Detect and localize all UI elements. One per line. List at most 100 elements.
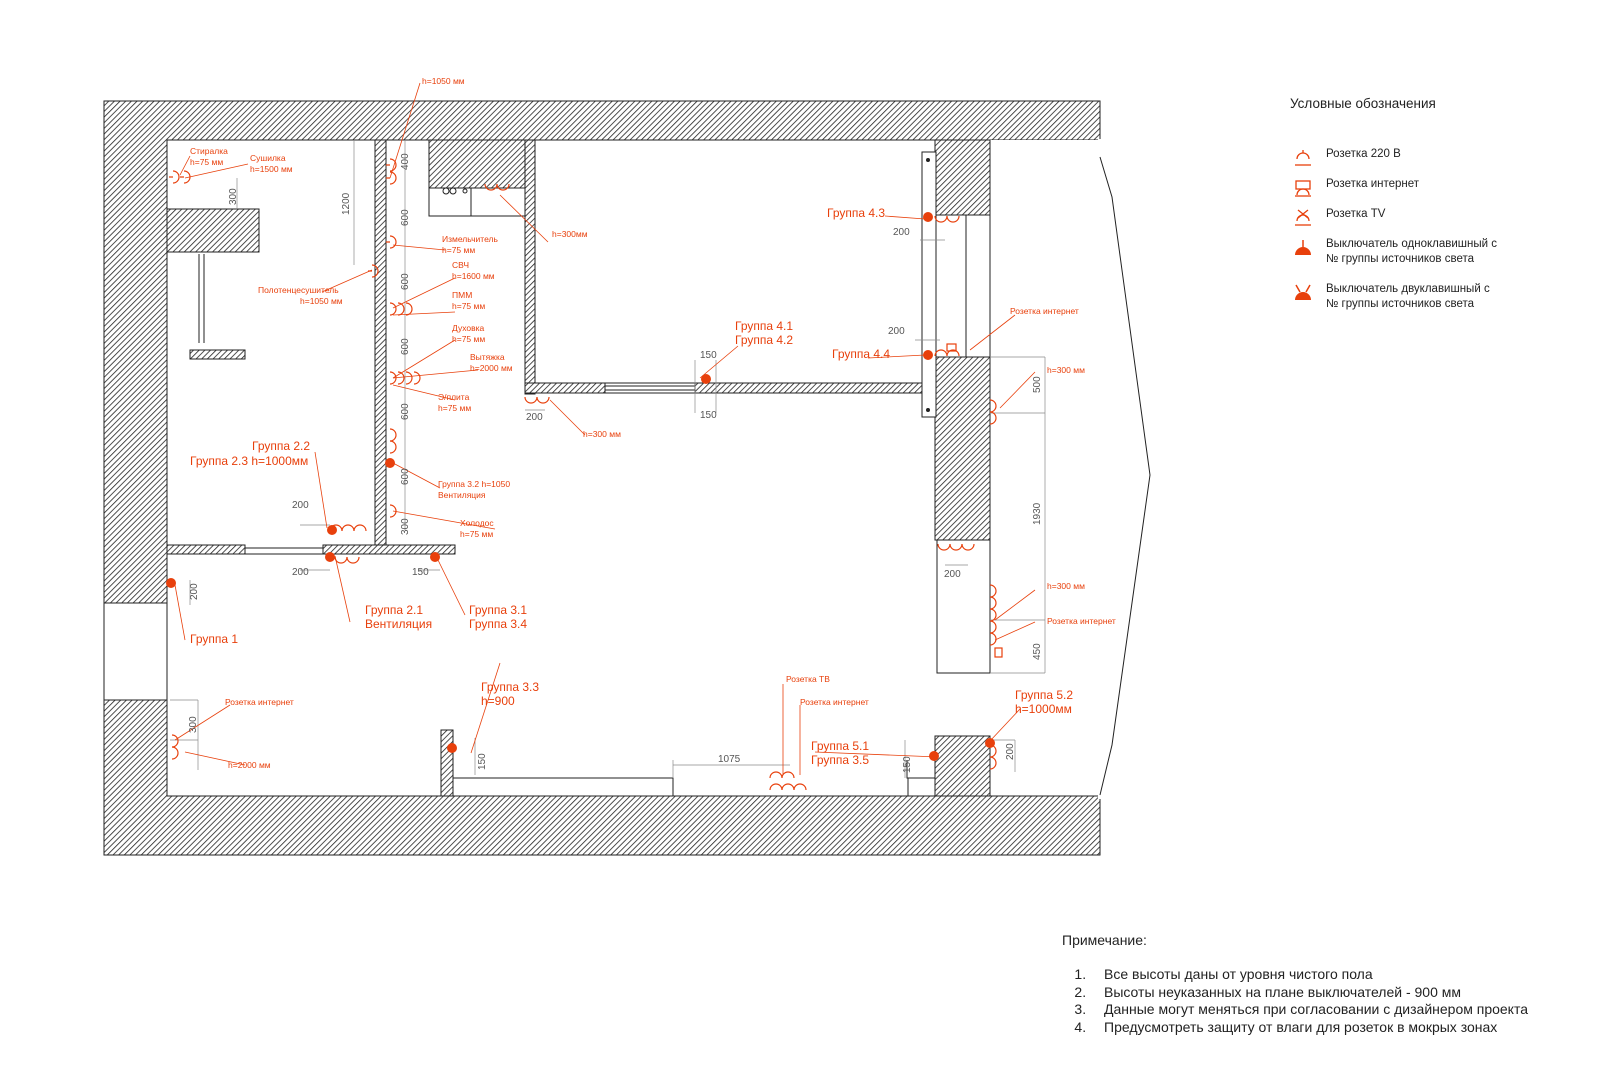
label-eplita: Э/плита: [438, 392, 470, 402]
note-item: Все высоты даны от уровня чистого пола: [1090, 966, 1528, 984]
electrical-symbols: [169, 158, 1003, 791]
label-g41: Группа 4.1: [735, 319, 793, 333]
label-g33: Группа 3.3: [481, 680, 539, 694]
svg-text:600: 600: [400, 273, 411, 290]
legend-label: Розетка TV: [1326, 208, 1386, 220]
label-rint4: Розетка интернет: [800, 697, 869, 707]
label-h2000a: h=2000 мм: [470, 363, 513, 373]
socket-internet-icon: [934, 343, 960, 357]
socket-220v-icon: [389, 504, 397, 518]
label-g21: Группа 2.1: [365, 603, 423, 617]
label-h1050a: h=1050 мм: [300, 296, 343, 306]
note-item: Высоты неуказанных на плане выключателей…: [1090, 984, 1528, 1002]
label-stiralka: Стиралка: [190, 146, 228, 156]
svg-text:150: 150: [412, 567, 429, 578]
legend-label-2: № группы источников света: [1326, 253, 1475, 265]
svg-text:200: 200: [292, 567, 309, 578]
svg-text:150: 150: [700, 350, 717, 361]
svg-text:200: 200: [526, 412, 543, 423]
label-svch: СВЧ: [452, 260, 469, 270]
label-sushilka: Сушилка: [250, 153, 286, 163]
label-h300d: h=300 мм: [1047, 581, 1085, 591]
svg-text:600: 600: [400, 338, 411, 355]
socket-220v-icon: [169, 170, 191, 184]
double-switch-icon: [1295, 284, 1311, 300]
label-g1: Группа 1: [190, 632, 238, 646]
label-g44: Группа 4.4: [832, 347, 890, 361]
single-switch-icon: [166, 578, 176, 588]
interior-walls: [166, 139, 991, 797]
legend-label: Розетка 220 В: [1326, 148, 1401, 160]
dimension-texts: 1200 300 400 600 600 600 600 600 300 200…: [188, 153, 1043, 773]
label-h900: h=900: [481, 694, 515, 708]
socket-tv-icon: [769, 771, 807, 791]
svg-text:600: 600: [400, 209, 411, 226]
label-g23: Группа 2.3 h=1000мм: [190, 454, 308, 468]
label-rtv: Розетка ТВ: [786, 674, 830, 684]
legend-item: Выключатель двуклавишный с № группы источ…: [1290, 282, 1490, 312]
svg-text:300: 300: [188, 716, 199, 733]
label-pmm: ПММ: [452, 290, 472, 300]
socket-220v-icon: [389, 302, 413, 316]
socket-220v-icon: [484, 183, 510, 191]
label-h300b: h=300 мм: [583, 429, 621, 439]
label-rint2: Розетка интернет: [1047, 616, 1116, 626]
svg-text:1200: 1200: [341, 192, 352, 215]
label-rint1: Розетка интернет: [1010, 306, 1079, 316]
double-switch-icon: [327, 525, 337, 535]
label-h75b: h=75 мм: [442, 245, 475, 255]
socket-220v-icon: [386, 158, 397, 185]
label-h1500: h=1500 мм: [250, 164, 293, 174]
double-switch-icon: [701, 374, 711, 384]
svg-text:200: 200: [893, 227, 910, 238]
svg-text:1075: 1075: [718, 754, 741, 765]
leader-lines: [174, 82, 1036, 775]
socket-220v-icon: [334, 556, 360, 564]
svg-text:200: 200: [1005, 743, 1016, 760]
svg-text:200: 200: [888, 326, 905, 337]
notes: Примечание: Все высоты даны от уровня чи…: [1062, 932, 1528, 1036]
svg-text:600: 600: [400, 468, 411, 485]
socket-220v-icon: [989, 584, 1003, 658]
label-g35: Группа 3.5: [811, 753, 869, 767]
double-switch-icon: [929, 751, 939, 761]
label-h1050top: h=1050 мм: [422, 76, 465, 86]
label-h75e: h=75 мм: [438, 403, 471, 413]
legend-item: Розетка TV: [1290, 207, 1385, 229]
right-wedge: [990, 139, 1158, 799]
single-switch-icon: [325, 552, 335, 562]
socket-tv-icon: [1295, 209, 1311, 226]
socket-220v-icon: [389, 371, 421, 385]
label-g42: Группа 4.2: [735, 333, 793, 347]
legend-item: Розетка интернет: [1290, 177, 1419, 199]
label-h300a: h=300мм: [552, 229, 588, 239]
label-rint3: Розетка интернет: [225, 697, 294, 707]
single-switch-icon: [923, 350, 933, 360]
label-vytyazhka: Вытяжка: [470, 352, 505, 362]
svg-text:1930: 1930: [1032, 502, 1043, 525]
label-h1000: h=1000мм: [1015, 702, 1072, 716]
legend-title: Условные обозначения: [1290, 96, 1436, 111]
single-switch-icon: [447, 743, 457, 753]
note-item: Предусмотреть защиту от влаги для розето…: [1090, 1019, 1528, 1037]
socket-220v-icon: [386, 235, 397, 249]
socket-220v-icon: [934, 215, 960, 223]
single-switch-icon: [430, 552, 440, 562]
svg-text:400: 400: [400, 153, 411, 170]
legend-label-2: № группы источников света: [1326, 298, 1475, 310]
socket-220v-icon: [989, 399, 997, 425]
label-polot: Полотенцесушитель: [258, 285, 339, 295]
legend-label: Розетка интернет: [1326, 178, 1420, 190]
label-holodos: Холодос: [460, 518, 494, 528]
label-g43: Группа 4.3: [827, 206, 885, 220]
outer-walls: [103, 100, 1101, 856]
notes-list: Все высоты даны от уровня чистого пола В…: [1062, 966, 1528, 1036]
note-item: Данные могут меняться при согласовании с…: [1090, 1001, 1528, 1019]
label-g51: Группа 5.1: [811, 739, 869, 753]
single-switch-icon: [923, 212, 933, 222]
legend-label: Выключатель двуклавишный с: [1326, 283, 1490, 295]
label-h300c: h=300 мм: [1047, 365, 1085, 375]
svg-text:150: 150: [477, 753, 488, 770]
